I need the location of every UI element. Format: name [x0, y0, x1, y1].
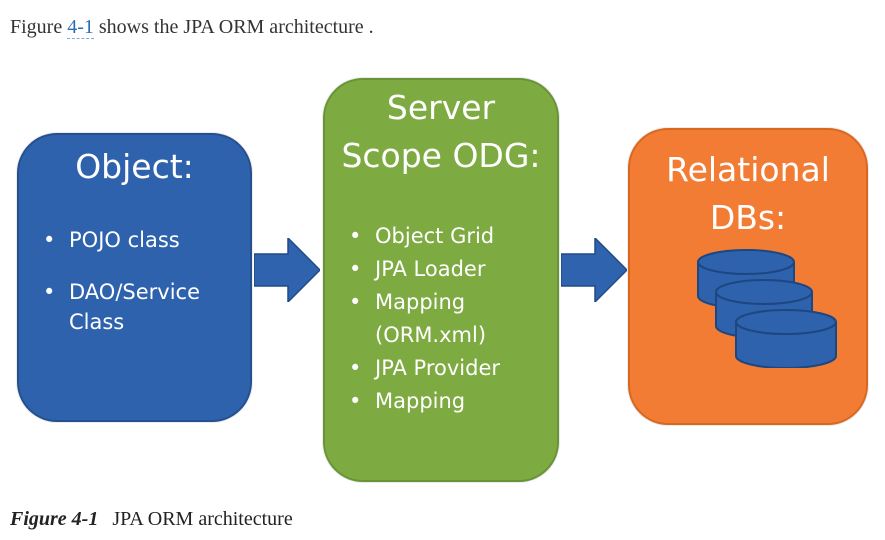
list-item: Object Grid: [343, 220, 500, 253]
server-box-list: Object Grid JPA Loader Mapping (ORM.xml)…: [343, 220, 500, 418]
list-item: POJO class: [37, 225, 200, 255]
intro-text-before: Figure: [10, 16, 68, 38]
list-item: JPA Provider: [343, 352, 500, 385]
list-item: JPA Loader: [343, 253, 500, 286]
db-box-title: Relational DBs:: [666, 150, 830, 237]
relational-db-box: Relational DBs:: [628, 128, 868, 425]
figure-caption-text: JPA ORM architecture: [112, 508, 293, 530]
intro-text-after: shows the JPA ORM architecture .: [93, 16, 374, 38]
right-arrow-icon: [254, 238, 320, 302]
object-box-list: POJO class DAO/Service Class: [37, 225, 200, 359]
list-item: DAO/Service Class: [37, 277, 200, 337]
object-box: Object: POJO class DAO/Service Class: [17, 133, 252, 422]
list-item: Mapping (ORM.xml): [343, 286, 500, 352]
intro-sentence: Figure 4-1 shows the JPA ORM architectur…: [10, 16, 374, 39]
figure-caption: Figure 4-1 JPA ORM architecture: [10, 508, 293, 531]
figure-reference-link[interactable]: 4-1: [67, 16, 94, 39]
figure-caption-label: Figure 4-1: [10, 508, 99, 530]
server-box-title: Server Scope ODG:: [341, 88, 541, 175]
right-arrow-icon: [561, 238, 627, 302]
list-item: Mapping: [343, 385, 500, 418]
server-scope-box: Server Scope ODG: Object Grid JPA Loader…: [323, 78, 559, 482]
object-box-title: Object:: [75, 147, 194, 186]
database-stack-icon: [697, 249, 837, 368]
